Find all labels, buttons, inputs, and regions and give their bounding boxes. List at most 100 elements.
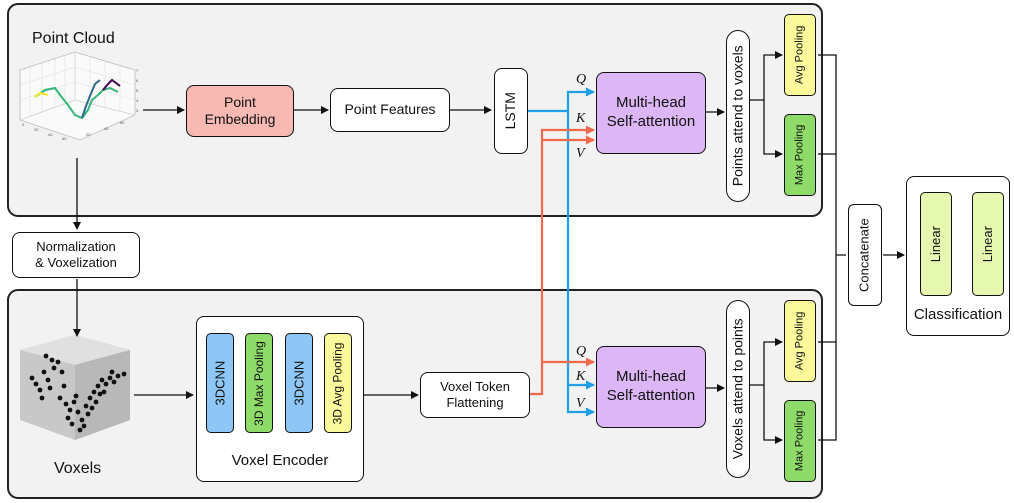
svg-text:4: 4 [136, 98, 139, 103]
linear2-label: Linear [979, 225, 995, 263]
voxel-dot [63, 401, 69, 407]
svg-text:20: 20 [86, 132, 91, 137]
point-cloud-label: Point Cloud [32, 30, 115, 47]
voxel-dot [57, 395, 63, 401]
voxel-dot [95, 383, 101, 389]
svg-text:60: 60 [62, 136, 67, 141]
voxels-attend-label: Voxels attend to points [729, 318, 746, 460]
point-embedding-block: Point Embedding [186, 85, 294, 137]
normalization-label: Normalization & Voxelization [35, 238, 117, 270]
voxel-dot [59, 369, 65, 375]
voxel-token-to-query-bottom [530, 357, 595, 396]
mhsa-bottom-label: Multi-head Self-attention [606, 368, 696, 404]
svg-text:5: 5 [136, 88, 139, 93]
voxel-dot [51, 365, 57, 371]
svg-text:3: 3 [136, 108, 139, 113]
arrow-attend-to-avgpool-top [750, 51, 783, 101]
voxel-dot [65, 415, 71, 421]
max-pool-top-label: Max Pooling [793, 124, 806, 186]
cnn1-block: 3DCNN [206, 333, 234, 433]
voxel-dot [29, 375, 35, 381]
query-arrow-top [527, 87, 595, 113]
svg-text:0: 0 [22, 122, 25, 127]
voxel-dot [39, 395, 45, 401]
voxel-flatten-block: Voxel Token Flattening [420, 372, 530, 418]
voxel-dot [111, 379, 117, 385]
voxels-label: Voxels [54, 460, 102, 477]
voxel-dot [99, 377, 105, 383]
voxel-dot [91, 389, 97, 395]
arrow-attend-to-maxpool-bottom [763, 385, 783, 444]
voxel-flatten-label: Voxel Token Flattening [440, 378, 510, 410]
avg-pool-top-label: Avg Pooling [793, 25, 806, 85]
voxel-cube [20, 335, 130, 440]
voxel-dot [93, 399, 99, 405]
voxel-dot [67, 407, 73, 413]
svg-text:40: 40 [104, 126, 109, 131]
voxel-dot [45, 377, 51, 383]
points-attend-block: Points attend to voxels [726, 30, 750, 202]
voxel-dot [115, 373, 121, 379]
svg-text:6: 6 [136, 78, 139, 83]
svg-text:20: 20 [34, 127, 39, 132]
svg-text:7: 7 [136, 68, 139, 73]
voxel-dot [71, 399, 77, 405]
linear1-block: Linear [920, 192, 952, 296]
voxel-dot [47, 385, 53, 391]
linear1-label: Linear [927, 225, 943, 263]
arrow-attend-to-maxpool-top [763, 100, 783, 158]
voxel-dot [85, 411, 91, 417]
svg-text:60: 60 [120, 120, 125, 125]
voxel-token-to-key-top [540, 125, 595, 362]
voxel-dot [101, 389, 107, 395]
voxel-dot [109, 369, 115, 375]
maxpool3d-block: 3D Max Pooling [245, 333, 273, 433]
avgpool3d-label: 3D Avg Pooling [330, 342, 345, 424]
voxel-dot [41, 369, 47, 375]
cnn2-block: 3DCNN [285, 333, 313, 433]
voxel-dot [49, 357, 55, 363]
voxel-encoder-label: Voxel Encoder [231, 452, 329, 469]
lstm-block: LSTM [494, 68, 528, 154]
avg-pool-bottom-label: Avg Pooling [793, 311, 806, 371]
normalization-block: Normalization & Voxelization [12, 232, 140, 278]
v-label-top: V [576, 146, 585, 161]
voxel-dot [69, 421, 75, 427]
max-pool-top-block: Max Pooling [784, 114, 816, 196]
concat-bus [818, 54, 846, 441]
voxel-dot [107, 375, 113, 381]
avgpool3d-block: 3D Avg Pooling [324, 333, 352, 433]
k-label-top: K [576, 111, 586, 126]
point-features-label: Point Features [344, 101, 436, 118]
k-label-bottom: K [576, 369, 586, 384]
linear2-block: Linear [972, 192, 1004, 296]
voxel-dot [87, 395, 93, 401]
voxel-dot [43, 353, 49, 359]
concatenate-label: Concatenate [856, 218, 872, 292]
concatenate-block: Concatenate [848, 204, 882, 306]
voxel-dot [103, 381, 109, 387]
cnn2-label: 3DCNN [290, 360, 306, 406]
q-label-bottom: Q [576, 344, 587, 359]
point-features-block: Point Features [330, 88, 450, 132]
voxel-dot [77, 427, 83, 433]
voxel-dot [79, 417, 85, 423]
arrow-attend-to-avgpool-bottom [750, 338, 783, 386]
cnn1-label: 3DCNN [211, 360, 227, 406]
voxel-dot [121, 371, 127, 377]
max-pool-bottom-block: Max Pooling [784, 400, 816, 482]
query-arrow-bottom-kv [566, 111, 595, 417]
maxpool3d-label: 3D Max Pooling [251, 340, 266, 426]
voxel-dot [81, 423, 87, 429]
voxel-dot [33, 381, 39, 387]
voxel-dot [55, 359, 61, 365]
voxel-dot [73, 393, 79, 399]
voxel-dot [83, 403, 89, 409]
voxel-dot [97, 391, 103, 397]
mhsa-top-block: Multi-head Self-attention [596, 72, 706, 154]
voxel-dot [75, 409, 81, 415]
max-pool-bottom-label: Max Pooling [793, 410, 806, 472]
v-label-bottom: V [576, 396, 585, 411]
voxels-attend-block: Voxels attend to points [726, 300, 750, 478]
